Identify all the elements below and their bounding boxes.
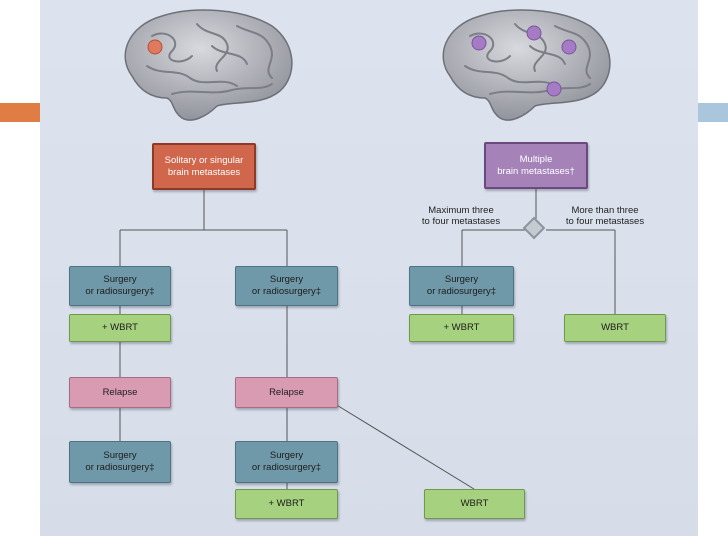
lesion-marker xyxy=(546,81,562,97)
lesion-marker xyxy=(471,35,487,51)
surgery-label: Surgery or radiosurgery‡ xyxy=(251,450,322,473)
surgery-label: Surgery or radiosurgery‡ xyxy=(251,274,322,297)
relapse-label: Relapse xyxy=(102,386,138,398)
middle-after-relapse-surgery-box: Surgery or radiosurgery‡ xyxy=(235,441,338,483)
multiple-metastases-box: Multiple brain metastases† xyxy=(484,142,588,189)
left-wbrt-box: + WBRT xyxy=(69,314,171,342)
connector-line xyxy=(334,403,475,490)
right-surgery-box: Surgery or radiosurgery‡ xyxy=(409,266,514,306)
right-wbrt-only-box: WBRT xyxy=(564,314,666,342)
right-accent-bar xyxy=(698,103,728,122)
left-relapse-box: Relapse xyxy=(69,377,171,408)
wbrt-label: + WBRT xyxy=(443,322,480,333)
lesion-marker xyxy=(561,39,577,55)
surgery-label: Surgery or radiosurgery‡ xyxy=(426,274,497,297)
middle-relapse-box: Relapse xyxy=(235,377,338,408)
decision-right-label: More than three to four metastases xyxy=(565,205,645,227)
left-after-relapse-surgery-box: Surgery or radiosurgery‡ xyxy=(69,441,171,483)
multiple-metastases-label: Multiple brain metastases† xyxy=(497,153,575,177)
wbrt-label: + WBRT xyxy=(268,498,305,509)
left-surgery-box: Surgery or radiosurgery‡ xyxy=(69,266,171,306)
relapse-label: Relapse xyxy=(269,386,304,398)
left-accent-bar xyxy=(0,103,40,122)
surgery-label: Surgery or radiosurgery‡ xyxy=(85,450,155,473)
lesion-marker xyxy=(147,39,163,55)
wbrt-label: WBRT xyxy=(601,322,629,333)
brain-with-multiple-lesions-icon xyxy=(442,9,611,121)
surgery-label: Surgery or radiosurgery‡ xyxy=(85,274,155,297)
alternative-wbrt-box: WBRT xyxy=(424,489,525,519)
middle-after-relapse-wbrt-box: + WBRT xyxy=(235,489,338,519)
wbrt-label: WBRT xyxy=(460,498,489,509)
middle-surgery-box: Surgery or radiosurgery‡ xyxy=(235,266,338,306)
wbrt-label: + WBRT xyxy=(102,322,138,333)
decision-left-label: Maximum three to four metastases xyxy=(421,205,501,227)
solitary-metastases-label: Solitary or singular brain metastases xyxy=(164,154,244,178)
brain-with-single-lesion-icon xyxy=(124,9,293,121)
solitary-metastases-box: Solitary or singular brain metastases xyxy=(152,143,256,190)
lesion-marker xyxy=(526,25,542,41)
right-wbrt-box: + WBRT xyxy=(409,314,514,342)
